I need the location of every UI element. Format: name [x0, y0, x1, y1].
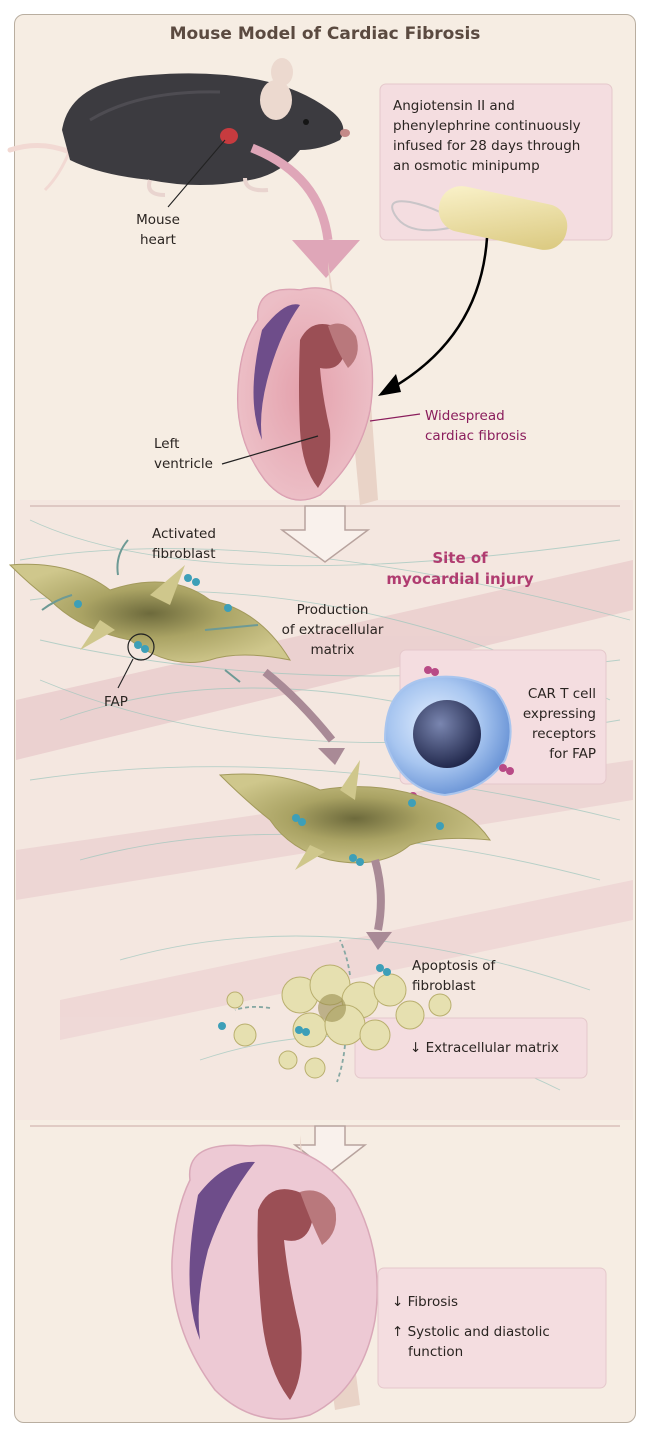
- production-label-line3: matrix: [310, 642, 355, 658]
- recovered-heart: [171, 1135, 378, 1420]
- function-increase-label: ↑ Systolic and diastolic function: [392, 1322, 597, 1362]
- pump-label-line2: phenylephrine continuously: [393, 118, 581, 134]
- pump-label-line3: infused for 28 days through: [393, 138, 581, 154]
- pump-label: Angiotensin II and phenylephrine continu…: [393, 96, 608, 176]
- production-label-line1: Production: [296, 602, 369, 618]
- fibrosis-label: Widespread cardiac fibrosis: [425, 406, 585, 446]
- fibrosis-label-line1: Widespread: [425, 408, 505, 424]
- fibrotic-heart: [236, 262, 378, 505]
- pump-label-line4: an osmotic minipump: [393, 158, 540, 174]
- cart-label: CAR T cell expressing receptors for FAP: [490, 684, 596, 764]
- pump-label-line1: Angiotensin II and: [393, 98, 515, 114]
- cart-label-line4: for FAP: [549, 746, 596, 762]
- activated-fibroblast: [8, 563, 292, 663]
- lv-label-line1: Left: [154, 436, 180, 452]
- mouse-heart-label-line2: heart: [140, 232, 176, 248]
- apoptosis-label: Apoptosis of fibroblast: [412, 956, 532, 996]
- site-label-line2: myocardial injury: [386, 570, 534, 588]
- targeted-fibroblast: [218, 760, 492, 870]
- apoptosis-arrows: [234, 939, 351, 1083]
- production-label-line2: of extracellular: [281, 622, 384, 638]
- fibrosis-label-line2: cardiac fibrosis: [425, 428, 527, 444]
- lv-leader: [221, 435, 319, 465]
- activated-label-line1: Activated: [152, 526, 216, 542]
- fap-circle: [127, 633, 155, 661]
- activated-fibroblast-label: Activated fibroblast: [152, 524, 262, 564]
- cart-label-line1: CAR T cell: [527, 686, 596, 702]
- site-of-injury-label: Site of myocardial injury: [380, 548, 540, 590]
- car-t-cell: [383, 666, 514, 804]
- fibrosis-leader: [369, 413, 421, 422]
- site-label-line1: Site of: [432, 549, 488, 567]
- production-ecm-label: Production of extracellular matrix: [270, 600, 395, 660]
- mouse-heart-label: Mouse heart: [118, 210, 198, 250]
- function-label-line2: function: [408, 1344, 464, 1360]
- mouse-heart-label-line1: Mouse: [136, 212, 180, 228]
- ecm-box: [354, 1017, 588, 1079]
- cart-label-line3: receptors: [532, 726, 596, 742]
- transition-arrow-1: [262, 668, 336, 743]
- apoptosis-label-line2: fibroblast: [412, 978, 476, 994]
- apoptosis-label-line1: Apoptosis of: [412, 958, 496, 974]
- outcome-box: [377, 1267, 607, 1389]
- left-ventricle-label: Left ventricle: [154, 434, 244, 474]
- hollow-arrow-2: [292, 1125, 368, 1173]
- fap-label: FAP: [104, 694, 128, 710]
- apoptotic-fibroblast: [226, 964, 452, 1079]
- fap-receptors: [74, 574, 232, 653]
- infusion-arrow: [384, 237, 489, 394]
- mouse-heart-leader: [167, 139, 226, 208]
- fibroblast-arrows: [41, 539, 259, 683]
- pink-arrow: [250, 143, 360, 278]
- activated-label-line2: fibroblast: [152, 546, 216, 562]
- hollow-arrow-1: [279, 505, 371, 563]
- lv-label-line2: ventricle: [154, 456, 213, 472]
- cart-label-line2: expressing: [522, 706, 596, 722]
- transition-arrow-2: [371, 858, 385, 931]
- fibrosis-decrease-label: ↓ Fibrosis: [392, 1294, 459, 1310]
- figure-title: Mouse Model of Cardiac Fibrosis: [169, 24, 481, 44]
- ecm-decrease-label: ↓ Extracellular matrix: [410, 1040, 559, 1056]
- minipump-icon: [391, 186, 568, 250]
- function-label-line1: ↑ Systolic and diastolic: [392, 1324, 550, 1340]
